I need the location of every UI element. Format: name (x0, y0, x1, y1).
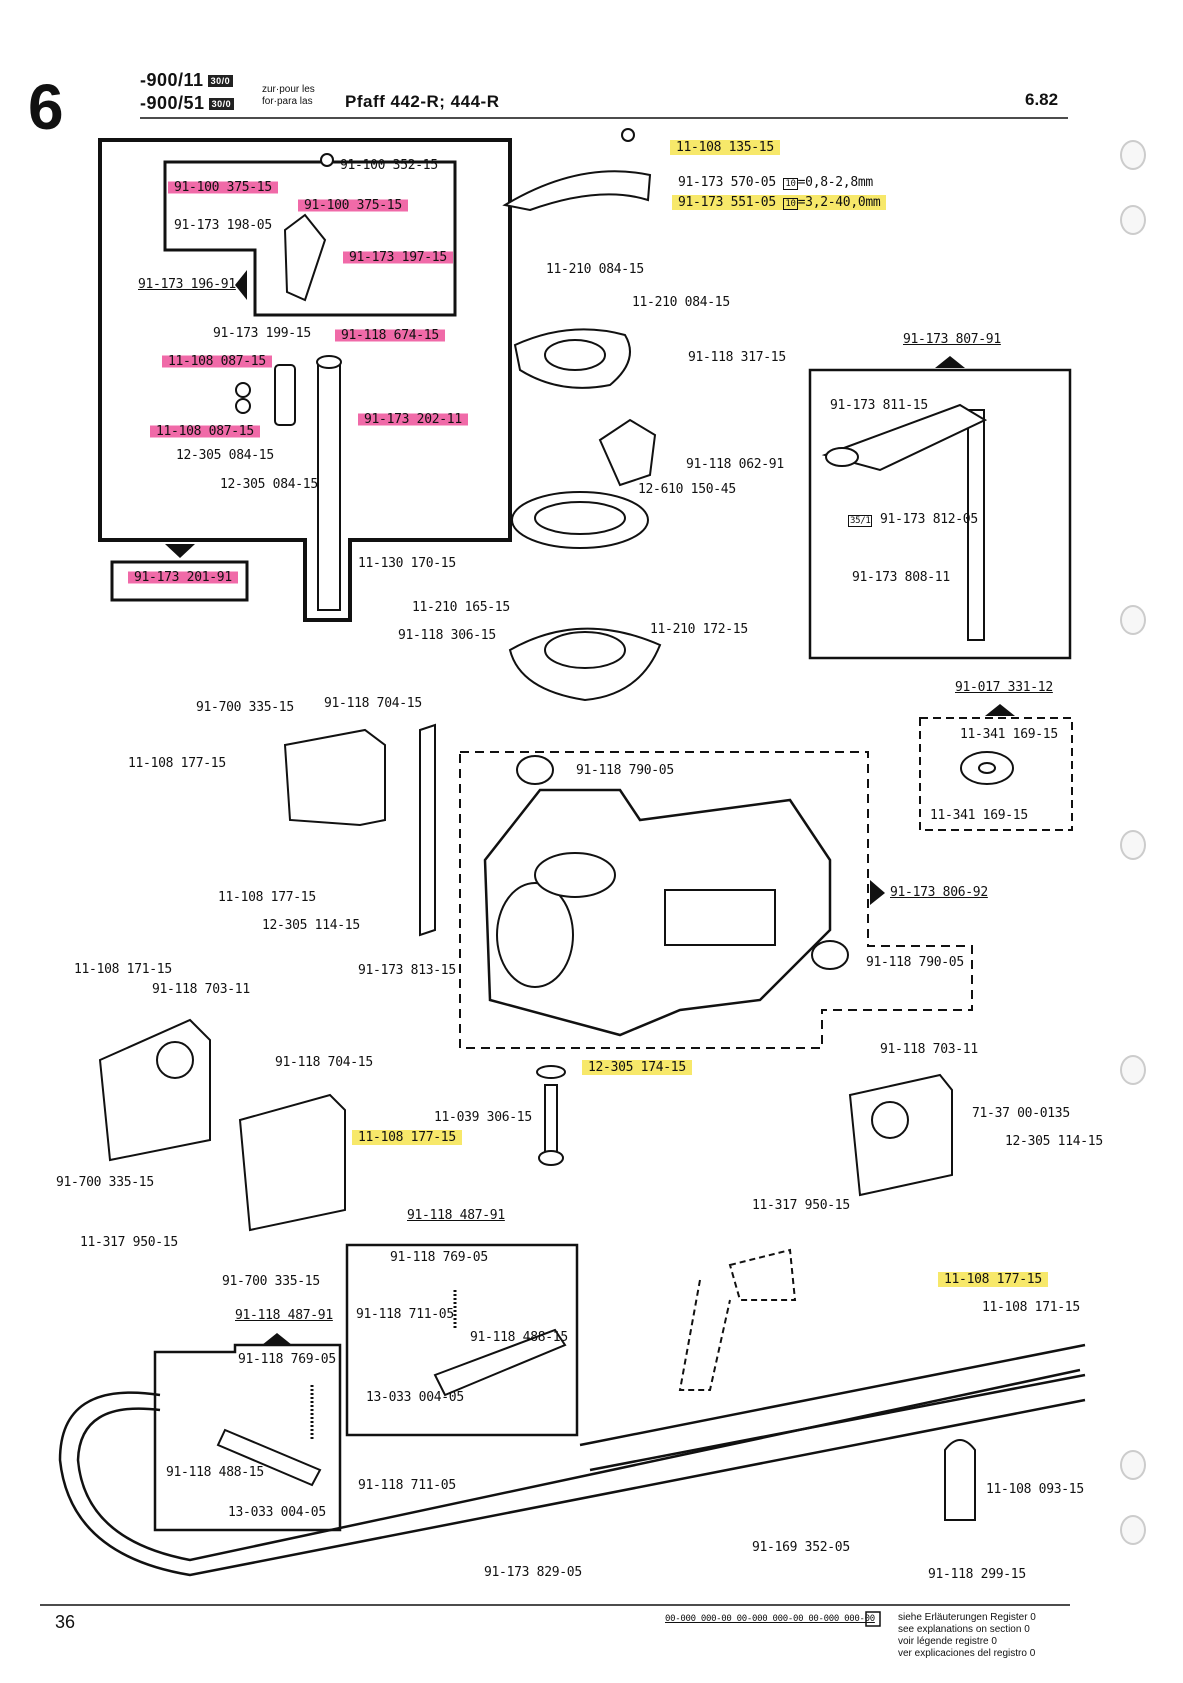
part-label[interactable]: 91-169 352-05 (752, 1540, 850, 1555)
group-label-dashed-main[interactable]: 91-173 806-92 (890, 885, 988, 900)
part-label[interactable]: 91-118 711-05 (356, 1307, 454, 1322)
part-label[interactable]: 11-317 950-15 (752, 1198, 850, 1213)
part-label[interactable]: 91-173 811-15 (830, 398, 928, 413)
part-label[interactable]: 91-118 317-15 (688, 350, 786, 365)
part-label[interactable]: 11-341 169-15 (960, 727, 1058, 742)
part-label[interactable]: 11-108 093-15 (986, 1482, 1084, 1497)
part-label[interactable]: 11-210 084-15 (546, 262, 644, 277)
part-label[interactable]: 71-37 00-0135 (972, 1106, 1070, 1121)
section-number: 6 (28, 71, 64, 143)
part-label[interactable]: 91-100 352-15 (340, 158, 438, 173)
part-label[interactable]: 91-173 813-15 (358, 963, 456, 978)
part-label[interactable]: 91-700 335-15 (222, 1274, 320, 1289)
binder-hole (1120, 1515, 1146, 1545)
group-label-bottom-1[interactable]: 91-118 487-91 (407, 1208, 505, 1223)
version-label: 6.82 (1025, 90, 1059, 109)
part-label[interactable]: 91-118 703-11 (152, 982, 250, 997)
part-label[interactable]: 91-173 199-15 (213, 326, 311, 341)
part-label[interactable]: 12-305 084-15 (176, 448, 274, 463)
binder-hole (1120, 1055, 1146, 1085)
part-label-highlighted[interactable]: 11-108 135-15 (670, 140, 780, 155)
part-label[interactable]: 91-118 769-05 (238, 1352, 336, 1367)
binder-hole (1120, 605, 1146, 635)
group-label-bottom-2[interactable]: 91-118 487-91 (235, 1308, 333, 1323)
part-label[interactable]: 11-210 084-15 (632, 295, 730, 310)
part-label[interactable]: 91-118 062-91 (686, 457, 784, 472)
part-label[interactable]: 11-130 170-15 (358, 556, 456, 571)
part-label[interactable]: 12-305 114-15 (262, 918, 360, 933)
binder-hole (1120, 205, 1146, 235)
part-label-highlighted[interactable]: 11-108 087-15 (150, 424, 260, 439)
part-label[interactable]: 11-108 171-15 (982, 1300, 1080, 1315)
group-label-top-left[interactable]: 91-173 201-91 (128, 570, 238, 585)
part-label[interactable]: 11-210 165-15 (412, 600, 510, 615)
part-label[interactable]: 91-173 570-05 10=0,8-2,8mm (678, 175, 873, 190)
part-label-highlighted[interactable]: 11-108 087-15 (162, 354, 272, 369)
part-label[interactable]: 91-118 704-15 (324, 696, 422, 711)
binder-hole (1120, 1450, 1146, 1480)
prep-1: zur·pour les (262, 84, 315, 95)
group-label-right-small[interactable]: 91-017 331-12 (955, 680, 1053, 695)
legend-codes: 00-000 000-00 00-000 000-00 00-000 000-0… (665, 1614, 875, 1624)
footer-note-fr: voir légende registre 0 (898, 1636, 997, 1647)
binder-hole (1120, 140, 1146, 170)
part-label[interactable]: 91-118 703-11 (880, 1042, 978, 1057)
part-label[interactable]: 12-305 084-15 (220, 477, 318, 492)
footer-note-de: siehe Erläuterungen Register 0 (898, 1612, 1036, 1623)
part-label[interactable]: 91-118 790-05 (866, 955, 964, 970)
part-label[interactable]: 12-610 150-45 (638, 482, 736, 497)
part-label[interactable]: 11-039 306-15 (434, 1110, 532, 1125)
part-label-highlighted[interactable]: 91-173 202-11 (358, 412, 468, 427)
part-label[interactable]: 91-118 790-05 (576, 763, 674, 778)
part-label-highlighted[interactable]: 91-100 375-15 (298, 198, 408, 213)
part-label[interactable]: 11-341 169-15 (930, 808, 1028, 823)
part-label[interactable]: 11-210 172-15 (650, 622, 748, 637)
part-label[interactable]: 11-108 171-15 (74, 962, 172, 977)
part-label[interactable]: 91-173 808-11 (852, 570, 950, 585)
part-label[interactable]: 91-173 198-05 (174, 218, 272, 233)
part-label-highlighted[interactable]: 11-108 177-15 (938, 1272, 1048, 1287)
part-label[interactable]: 91-118 488-15 (470, 1330, 568, 1345)
group-label-right[interactable]: 91-173 807-91 (903, 332, 1001, 347)
prep-2: for·para las (262, 96, 313, 107)
part-label[interactable]: 91-700 335-15 (56, 1175, 154, 1190)
part-label[interactable]: 35/1 91-173 812-05 (848, 512, 978, 527)
part-label-highlighted[interactable]: 11-108 177-15 (352, 1130, 462, 1145)
part-label[interactable]: 91-700 335-15 (196, 700, 294, 715)
part-label[interactable]: 11-317 950-15 (80, 1235, 178, 1250)
part-label[interactable]: 12-305 114-15 (1005, 1134, 1103, 1149)
page-number: 36 (55, 1612, 76, 1632)
machine-title: Pfaff 442-R; 444-R (345, 92, 500, 111)
part-label-highlighted[interactable]: 91-173 197-15 (343, 250, 453, 265)
group-label-inner[interactable]: 91-173 196-91 (138, 277, 236, 292)
part-label[interactable]: 13-033 004-05 (228, 1505, 326, 1520)
part-label[interactable]: 91-118 306-15 (398, 628, 496, 643)
part-label[interactable]: 13-033 004-05 (366, 1390, 464, 1405)
part-label[interactable]: 11-108 177-15 (128, 756, 226, 771)
binder-hole (1120, 830, 1146, 860)
part-label[interactable]: 11-108 177-15 (218, 890, 316, 905)
part-label[interactable]: 91-118 704-15 (275, 1055, 373, 1070)
part-label[interactable]: 91-173 829-05 (484, 1565, 582, 1580)
footer-note-en: see explanations on section 0 (898, 1624, 1030, 1635)
part-label-highlighted[interactable]: 91-173 551-05 10=3,2-40,0mm (672, 195, 887, 210)
part-label[interactable]: 91-118 299-15 (928, 1567, 1026, 1582)
part-label[interactable]: 91-118 488-15 (166, 1465, 264, 1480)
part-label-highlighted[interactable]: 91-118 674-15 (335, 328, 445, 343)
footer-note-es: ver explicaciones del registro 0 (898, 1648, 1036, 1659)
part-label[interactable]: 91-118 711-05 (358, 1478, 456, 1493)
part-label-highlighted[interactable]: 91-100 375-15 (168, 180, 278, 195)
part-label-highlighted[interactable]: 12-305 174-15 (582, 1060, 692, 1075)
part-label[interactable]: 91-118 769-05 (390, 1250, 488, 1265)
